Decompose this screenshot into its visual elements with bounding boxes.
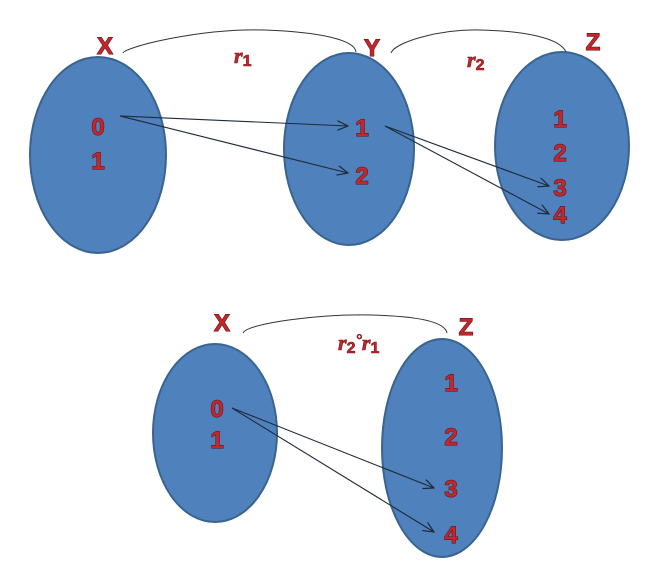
arrow-1-to-3 <box>384 125 549 186</box>
r2-label: r2 <box>467 47 485 74</box>
arrow-0-to-3 <box>231 407 434 488</box>
bottom-diagram: X Z r2°r1 0 1 1 2 3 4 <box>152 310 503 558</box>
composition-brace <box>242 314 448 334</box>
set-y-label: Y <box>364 35 380 62</box>
x-element-0: 0 <box>91 114 104 141</box>
y-element-1: 1 <box>355 115 368 142</box>
x-element-1: 1 <box>91 148 104 175</box>
r2-brace <box>390 29 567 54</box>
composite-x-element-0: 0 <box>210 396 223 423</box>
composite-z-element-1: 1 <box>444 370 457 397</box>
set-x-label: X <box>97 33 113 60</box>
set-z-label: Z <box>586 29 601 56</box>
composite-z-element-3: 3 <box>444 476 457 503</box>
composite-z-element-4: 4 <box>444 522 458 549</box>
set-z-ellipse <box>494 51 630 241</box>
r1-label: r1 <box>234 43 252 70</box>
composite-z-element-2: 2 <box>444 424 457 451</box>
composite-set-z-ellipse <box>381 338 503 558</box>
z-element-4: 4 <box>553 202 567 229</box>
arrow-0-to-4 <box>231 407 434 532</box>
r1-brace <box>122 29 357 54</box>
composite-x-element-1: 1 <box>210 427 223 454</box>
z-element-3: 3 <box>553 175 566 202</box>
composition-label: r2°r1 <box>338 330 379 357</box>
y-element-2: 2 <box>355 163 368 190</box>
z-element-2: 2 <box>553 140 566 167</box>
z-element-1: 1 <box>553 106 566 133</box>
composite-set-x-label: X <box>214 310 230 337</box>
top-diagram: X Y Z r1 r2 0 1 1 2 1 2 3 4 <box>29 29 630 254</box>
composite-set-x-ellipse <box>152 343 278 523</box>
arrow-0-to-1 <box>119 115 348 126</box>
arrow-1-to-4 <box>384 125 549 214</box>
composite-set-z-label: Z <box>459 314 474 341</box>
set-y-ellipse <box>283 52 415 246</box>
arrow-0-to-2 <box>119 115 348 173</box>
set-x-ellipse <box>29 56 167 254</box>
